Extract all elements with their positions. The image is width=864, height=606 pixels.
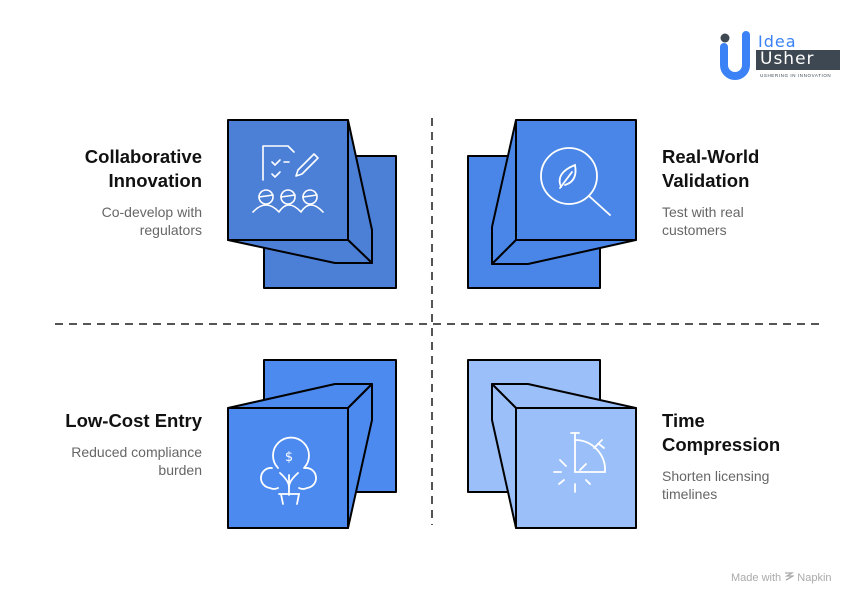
- logo-word-usher: Usher: [760, 49, 815, 69]
- money-tree-icon: $: [260, 436, 317, 505]
- checklist-team-icon: [252, 145, 324, 213]
- logo-tagline: USHERING IN INNOVATION: [760, 73, 832, 78]
- logo-word-idea: Idea: [758, 32, 797, 51]
- logo-mark-icon: [720, 31, 840, 80]
- made-with-napkin: Made with Napkin: [731, 571, 832, 584]
- leaf-magnifier-icon: [540, 147, 611, 216]
- stopwatch-icon: [553, 432, 606, 493]
- napkin-icon: [784, 571, 796, 584]
- quadrant-title: Low-Cost Entry: [65, 410, 202, 431]
- svg-text:$: $: [285, 450, 293, 465]
- logo: Idea Usher USHERING IN INNOVATION: [716, 30, 846, 85]
